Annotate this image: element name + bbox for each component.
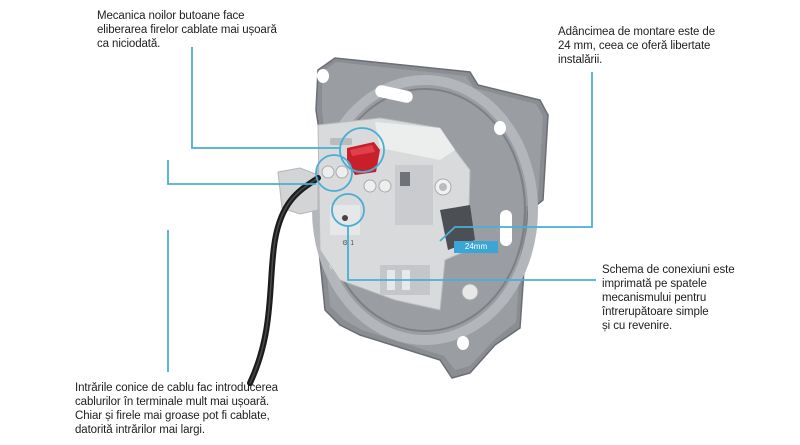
callout-buttons-text: Mecanica noilor butoane face eliberarea …	[97, 9, 277, 51]
callout-entries-text: Intrările conice de cablu fac introducer…	[75, 381, 278, 437]
callout-line: ca niciodată.	[97, 38, 161, 50]
callout-line: datorită intrărilor mai largi.	[75, 424, 205, 436]
callout-line: Schema de conexiuni este	[602, 264, 735, 276]
leader-entries-upper	[167, 160, 316, 185]
screw-hole	[457, 336, 469, 350]
callout-line: mecanismului pentru	[602, 292, 707, 304]
callout-line: cablurilor în terminale mult mai ușoară.	[75, 396, 270, 408]
callout-line: întrerupătoare simple	[602, 306, 709, 318]
screw-hole	[317, 69, 329, 83]
callout-circle-entries	[315, 154, 353, 192]
leader-buttons	[191, 47, 340, 149]
depth-label: 24mm	[454, 241, 498, 253]
callout-line: Adâncimea de montare este de	[558, 26, 716, 38]
callout-lines	[167, 47, 596, 372]
callout-line: Intrările conice de cablu fac introducer…	[75, 382, 278, 394]
callout-line: imprimată pe spatele	[602, 278, 707, 290]
leader-scheme	[347, 226, 596, 281]
callout-line: eliberarea firelor cablate mai ușoară	[97, 24, 277, 36]
callout-line: Mecanica noilor butoane face	[97, 10, 245, 22]
callout-circle-buttons	[339, 127, 385, 173]
callout-line: și cu revenire.	[602, 320, 673, 332]
leader-depth	[439, 72, 593, 242]
callout-line: 24 mm, ceea ce oferă libertate	[558, 40, 711, 52]
switch-body: ⚙ 1	[277, 117, 479, 311]
screw-hole	[494, 121, 506, 135]
callout-line: instalării.	[558, 54, 603, 66]
callout-depth-text: Adâncimea de montare este de 24 mm, ceea…	[558, 25, 715, 67]
callout-line: Chiar și firele mai groase pot fi cablat…	[75, 410, 270, 422]
callout-scheme-text: Schema de conexiuni este imprimată pe sp…	[602, 263, 735, 333]
